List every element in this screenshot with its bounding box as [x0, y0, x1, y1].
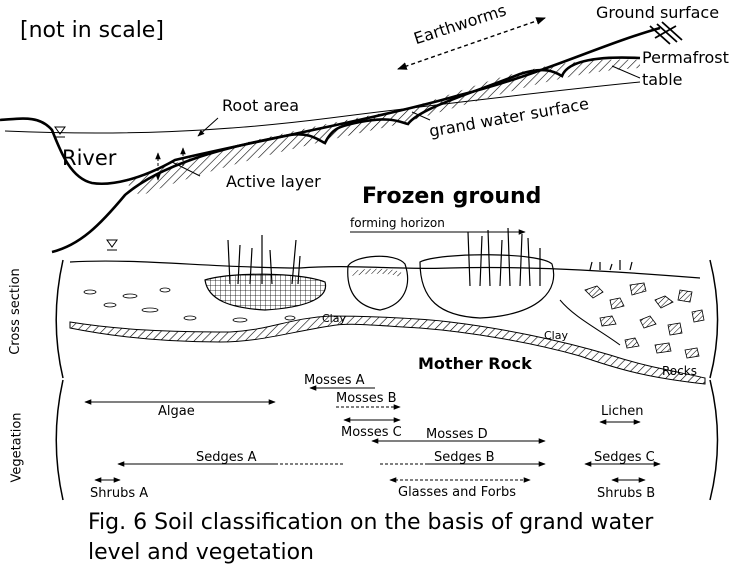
algae-label: Algae [158, 404, 195, 419]
clay-label-left: Clay [322, 312, 346, 325]
ground-surface-symbol [649, 21, 683, 45]
glasses-forbs-label: Glasses and Forbs [398, 485, 517, 500]
not-in-scale-note: [not in scale] [20, 18, 164, 43]
shrubs-b-label: Shrubs B [597, 486, 656, 501]
permafrost-band [125, 59, 640, 196]
cross-section [55, 227, 719, 501]
forming-horizon-label: forming horizon [350, 216, 445, 230]
table-label: table [642, 70, 683, 89]
vegetation-side-label: Vegetation [9, 412, 25, 483]
groundwater-line [4, 81, 641, 134]
right-peat-mound [419, 254, 555, 319]
clay-label-right: Clay [544, 329, 568, 342]
mother-rock-layer [69, 315, 706, 385]
sedges-c-label: Sedges C [594, 450, 655, 465]
active-layer-label: Active layer [226, 172, 321, 191]
frozen-ground-label: Frozen ground [362, 184, 542, 209]
permafrost-profile [0, 17, 683, 254]
root-area-label: Root area [222, 96, 300, 115]
mosses-b-label: Mosses B [336, 391, 397, 406]
shrubs-a-label: Shrubs A [90, 486, 149, 501]
middle-peat-mound [347, 255, 409, 311]
caption-line-1: Fig. 6 Soil classification on the basis … [88, 510, 654, 535]
mosses-c-label: Mosses C [341, 425, 402, 440]
vegetation-ranges [84, 385, 661, 483]
mosses-d-label: Mosses D [426, 427, 488, 442]
permafrost-table-line [51, 56, 641, 254]
figure-caption: Fig. 6 Soil classification on the basis … [88, 508, 653, 568]
sedges-a-label: Sedges A [196, 450, 257, 465]
cross-ground-line [69, 260, 701, 279]
rocks-label: Rocks [662, 364, 697, 378]
lichen-label: Lichen [601, 404, 644, 419]
mother-rock-label: Mother Rock [418, 354, 532, 373]
ground-surface-label: Ground surface [596, 3, 720, 22]
caption-line-2: level and vegetation [88, 540, 314, 565]
river-label: River [62, 146, 117, 170]
mosses-a-label: Mosses A [304, 373, 365, 388]
sedges-b-label: Sedges B [434, 450, 495, 465]
cross-section-side-label: Cross section [7, 268, 23, 355]
permafrost-label: Permafrost [642, 48, 729, 67]
river-water-marker [54, 126, 66, 135]
ground-surface-line [0, 26, 661, 185]
left-pond [204, 273, 327, 311]
